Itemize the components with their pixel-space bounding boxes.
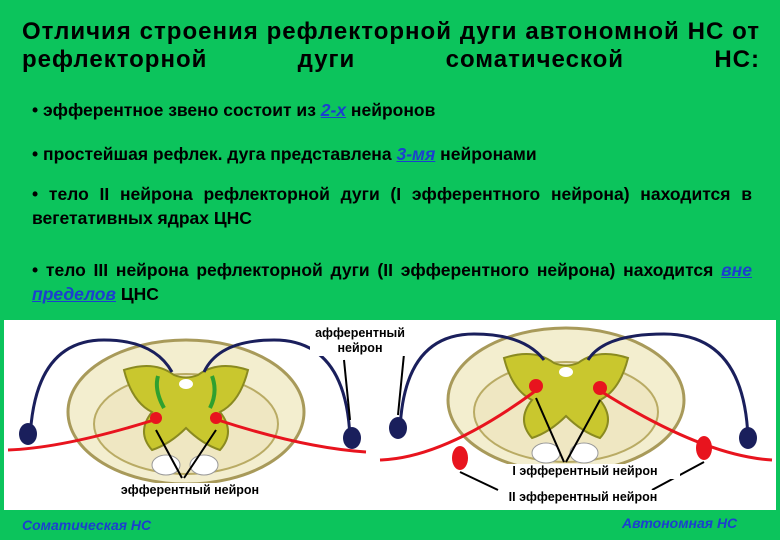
label-somatic-ns: Соматическая НС — [22, 517, 152, 533]
highlight-outside: вне пределов — [32, 260, 752, 304]
afferent-ganglion-left — [19, 423, 37, 445]
label-efferent-neuron-1: I эфферентный нейрон — [490, 464, 680, 479]
label-efferent-neuron: эфферентный нейрон — [100, 483, 280, 498]
autonomic-ganglion-left — [452, 446, 468, 470]
highlight-2x: 2-х — [320, 100, 347, 120]
somatic-spinal-cord — [66, 338, 306, 486]
label-efferent-neuron-2: II эфферентный нейрон — [508, 490, 658, 505]
bullet-3: • тело II нейрона рефлекторной дуги (I э… — [32, 184, 752, 228]
autonomic-afferent-ganglion-left — [389, 417, 407, 439]
reflex-arc-diagram — [7, 326, 773, 491]
efferent-neuron-1-right — [593, 381, 607, 395]
somatic-efferent-neuron-left — [150, 412, 162, 424]
bullet-2: • простейшая рефлек. дуга представлена 3… — [32, 144, 537, 164]
autonomic-ganglion-right — [696, 436, 712, 460]
label-autonomic-ns: Автономная НС — [622, 515, 738, 531]
slide-title: Отличия строения рефлекторной дуги автон… — [22, 18, 760, 73]
somatic-efferent-neuron-right — [210, 412, 222, 424]
autonomic-afferent-ganglion-right — [739, 427, 757, 449]
afferent-ganglion-right — [343, 427, 361, 449]
highlight-3mya: 3-мя — [396, 144, 436, 164]
bullet-4: • тело III нейрона рефлекторной дуги (II… — [32, 260, 752, 304]
efferent-neuron-1-left — [529, 379, 543, 393]
bullet-1: • эфферентное звено состоит из 2-х нейро… — [32, 100, 436, 120]
label-afferent-neuron: афферентный нейрон — [310, 326, 410, 356]
autonomic-spinal-cord — [446, 326, 686, 474]
